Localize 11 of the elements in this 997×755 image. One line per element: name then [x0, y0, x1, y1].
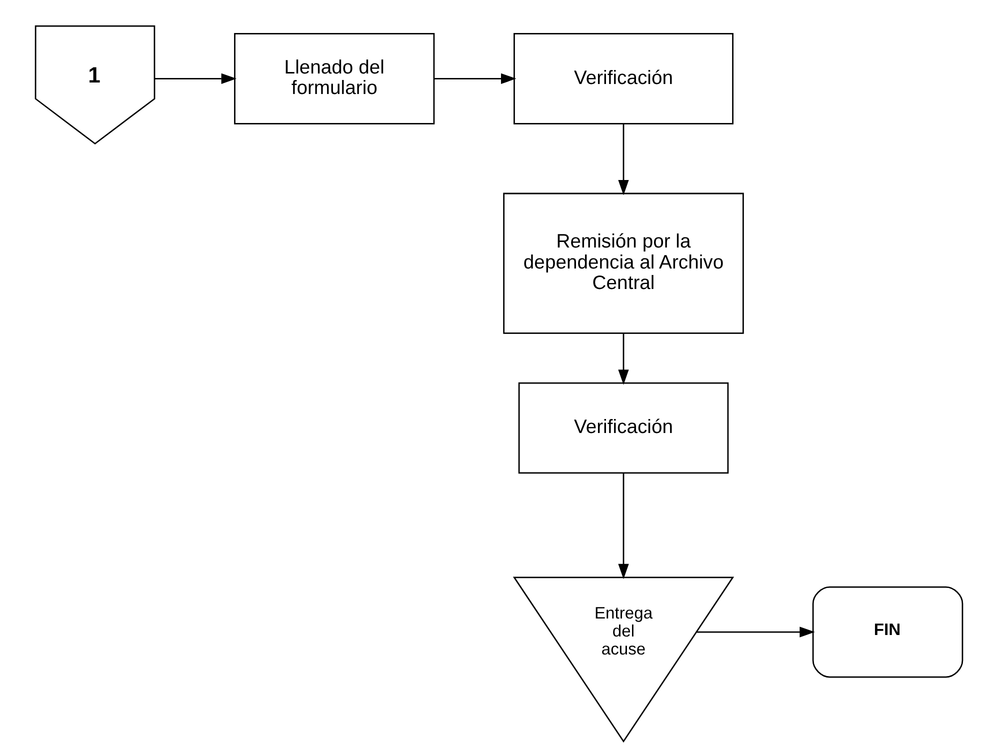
arrow [618, 333, 628, 385]
arrow [618, 473, 628, 580]
arrow [154, 73, 236, 84]
arrow [618, 124, 628, 196]
node-box: Remisión por la dependencia al Archivo Central [502, 192, 744, 334]
node-box: FIN [812, 586, 963, 678]
node-box: Verificación [518, 382, 728, 474]
arrow [434, 73, 516, 84]
arrow [696, 626, 814, 638]
node-box: Llenado del formulario [234, 33, 434, 124]
node-box: Verificación [513, 33, 733, 124]
